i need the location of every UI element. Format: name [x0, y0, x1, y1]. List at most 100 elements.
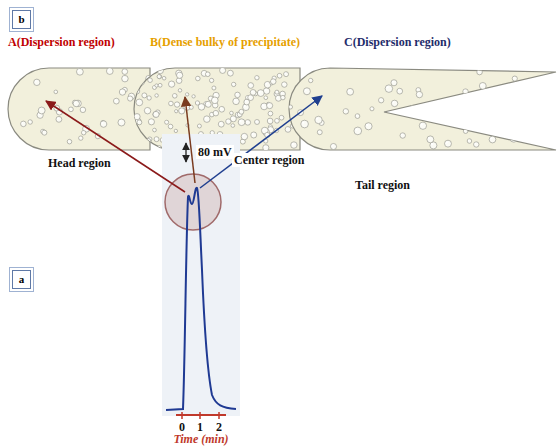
- bubble-highlight: [277, 96, 279, 98]
- bubble: [155, 84, 158, 87]
- bubble-highlight: [281, 92, 283, 94]
- bubble: [289, 141, 297, 149]
- bubble: [295, 143, 300, 148]
- bubble: [245, 120, 251, 126]
- bubble: [174, 102, 179, 107]
- bubble-highlight: [246, 121, 248, 123]
- bubble: [448, 100, 454, 106]
- bubble: [427, 102, 431, 106]
- bubble-highlight: [240, 110, 241, 111]
- bubble-highlight: [242, 134, 244, 136]
- bubble: [533, 86, 537, 90]
- bubble: [73, 100, 79, 106]
- bubble-highlight: [135, 89, 137, 91]
- bubble-highlight: [156, 94, 157, 95]
- bubble: [498, 99, 505, 106]
- bubble: [34, 79, 40, 85]
- bubble-highlight: [478, 70, 480, 72]
- bubble: [257, 90, 264, 97]
- region-name: Center region: [232, 153, 307, 167]
- bubble-highlight: [302, 122, 304, 124]
- bubble-highlight: [244, 105, 246, 107]
- bubble-highlight: [119, 120, 121, 122]
- bubble-highlight: [470, 111, 472, 113]
- bubble: [427, 136, 434, 143]
- bubble-highlight: [428, 103, 429, 104]
- bubble-highlight: [57, 117, 59, 119]
- bubble: [192, 95, 195, 98]
- bubble-highlight: [464, 90, 466, 92]
- bubble-highlight: [268, 104, 270, 106]
- bubble-highlight: [138, 121, 139, 122]
- bubble-highlight: [35, 80, 37, 82]
- bubble: [149, 145, 152, 148]
- bubble-highlight: [286, 128, 288, 130]
- bubble: [144, 71, 149, 76]
- bubble-highlight: [146, 139, 148, 141]
- bubble-highlight: [551, 143, 553, 145]
- bubble-highlight: [163, 77, 164, 78]
- bubble: [195, 101, 199, 105]
- bubble: [174, 129, 177, 132]
- bubble-highlight: [186, 93, 188, 95]
- axis-tick: [181, 412, 183, 419]
- bubble: [137, 120, 142, 125]
- bubble-highlight: [169, 102, 170, 103]
- bubble-highlight: [490, 137, 492, 139]
- pointer-arrow: [185, 97, 195, 183]
- bubble-highlight: [379, 99, 381, 101]
- bubble: [67, 139, 72, 144]
- region-heading: C(Dispersion region): [344, 35, 451, 49]
- bubble-highlight: [481, 84, 483, 86]
- bubble-highlight: [431, 143, 433, 145]
- bubble-highlight: [170, 82, 172, 84]
- region-heading: A(Dispersion region): [8, 35, 115, 49]
- bubble: [264, 96, 268, 100]
- bubble-highlight: [221, 68, 223, 70]
- bubble-highlight: [318, 131, 319, 132]
- bubble-highlight: [411, 106, 413, 108]
- bubble: [238, 119, 245, 126]
- bubble-highlight: [74, 101, 76, 103]
- bubble-highlight: [332, 145, 334, 147]
- bubble: [268, 111, 273, 116]
- bubble: [416, 91, 422, 97]
- bubble-highlight: [210, 113, 211, 114]
- bubble: [154, 137, 159, 142]
- bubble: [244, 99, 250, 105]
- bubble-highlight: [199, 132, 200, 133]
- bubble-highlight: [169, 125, 170, 126]
- bubble-highlight: [153, 129, 154, 130]
- bubble-highlight: [22, 122, 24, 124]
- bubble: [118, 119, 125, 126]
- bubble: [489, 136, 496, 143]
- bubble-highlight: [231, 117, 233, 119]
- bubble-highlight: [446, 100, 448, 102]
- bubble: [289, 105, 293, 109]
- bubble-highlight: [475, 143, 477, 145]
- bubble-highlight: [305, 89, 307, 91]
- bubble: [153, 111, 159, 117]
- axis-tick: [199, 412, 201, 419]
- bubble: [354, 127, 362, 135]
- bubble-highlight: [137, 100, 139, 102]
- bubble-highlight: [278, 74, 279, 75]
- bubble: [285, 127, 291, 133]
- bubble: [172, 94, 177, 99]
- bubble: [56, 116, 62, 122]
- bubble-highlight: [468, 140, 469, 141]
- bubble: [211, 97, 218, 104]
- bubble-highlight: [291, 142, 293, 144]
- bubble-highlight: [206, 102, 208, 104]
- pointer-arrow: [200, 96, 322, 188]
- bubble: [550, 142, 556, 148]
- bubble-highlight: [292, 143, 294, 145]
- bubble: [463, 129, 467, 133]
- bubble: [271, 79, 276, 84]
- bubble: [510, 135, 518, 143]
- bubble-highlight: [101, 122, 103, 124]
- bubble-highlight: [392, 101, 394, 103]
- bubble-highlight: [155, 84, 157, 86]
- bubble: [169, 81, 175, 87]
